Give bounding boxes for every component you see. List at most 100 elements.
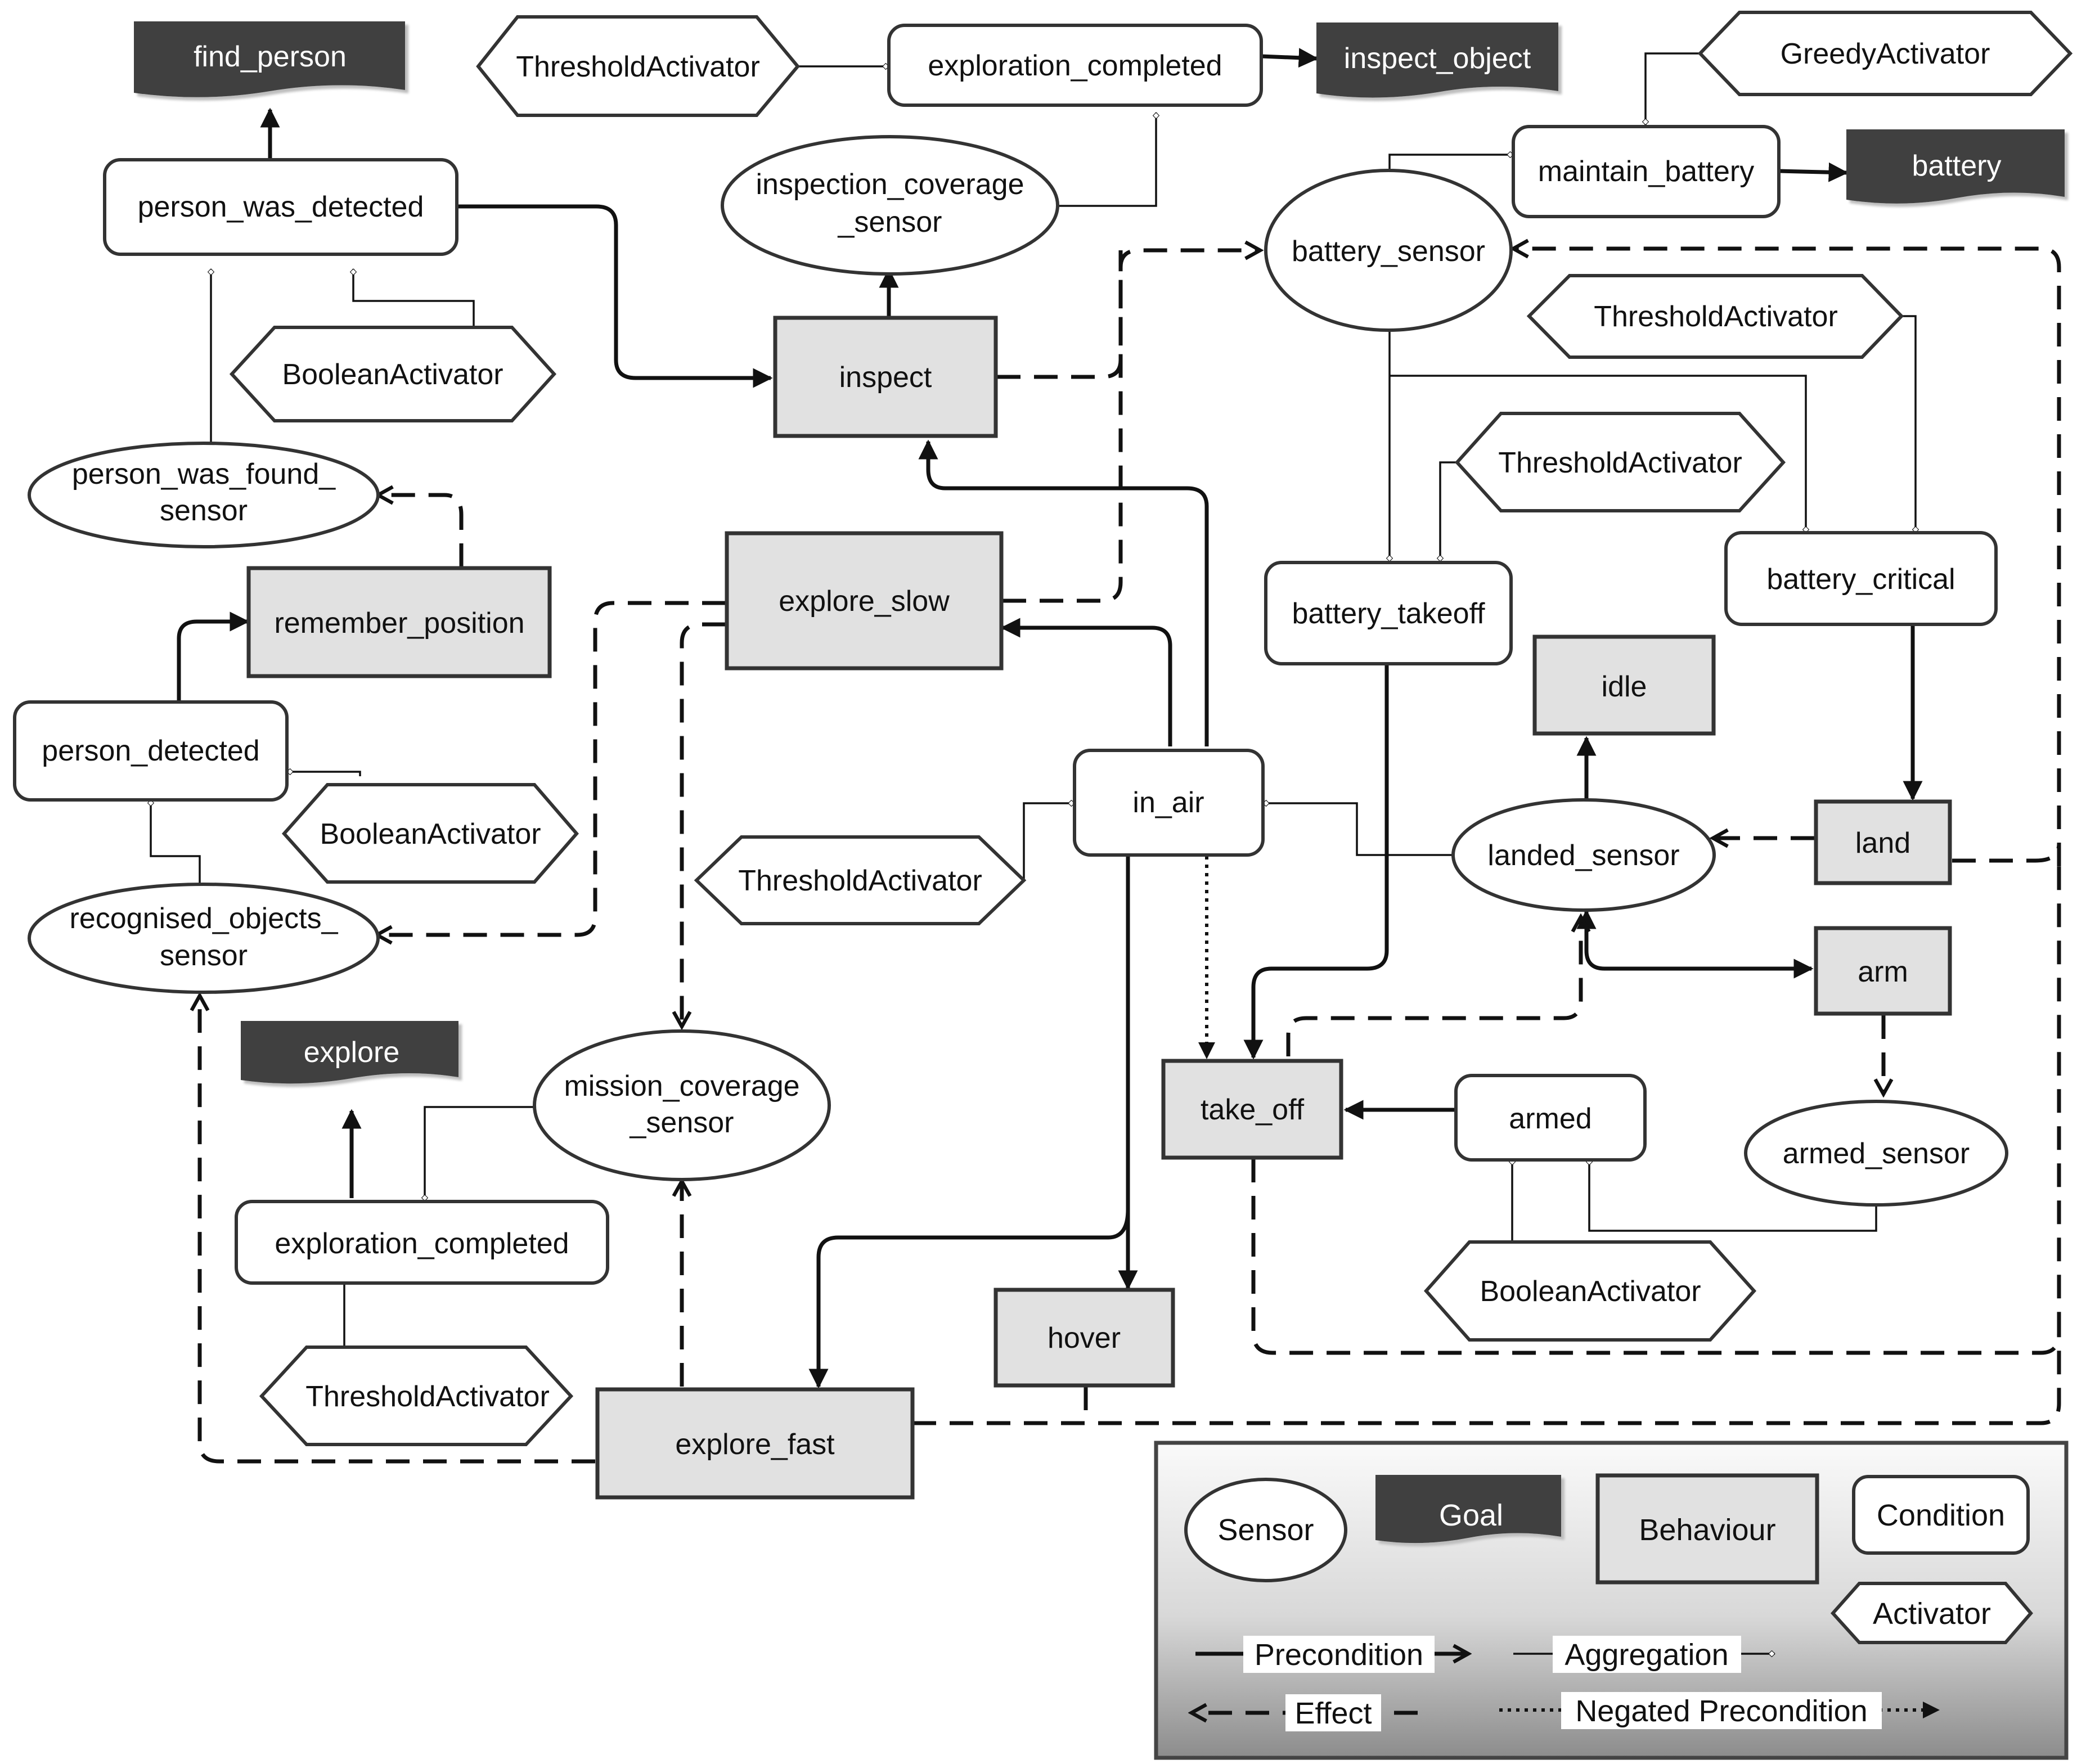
agg-threshold-battery-critical (1901, 315, 1916, 533)
legend-sensor: Sensor (1184, 1478, 1347, 1582)
edge-take-off-landed (1286, 917, 1581, 1056)
agg-threshold-battery-takeoff (1440, 461, 1457, 561)
legend-condition: Condition (1852, 1475, 2030, 1555)
svg-text:exploration_completed: exploration_completed (275, 1227, 569, 1260)
condition-maintain-battery: maintain_battery (1512, 125, 1781, 218)
goal-battery: battery (1846, 129, 2065, 204)
svg-text:land: land (1855, 827, 1910, 860)
edges (151, 48, 2061, 1464)
agg-mission-coverage (425, 1106, 533, 1201)
edge-person-was-detected-inspect (457, 204, 773, 388)
condition-battery-takeoff: battery_takeoff (1264, 561, 1513, 665)
svg-text:battery_takeoff: battery_takeoff (1292, 597, 1485, 630)
behaviour-land: land (1814, 799, 1952, 885)
behaviour-take-off: take_off (1161, 1059, 1343, 1160)
sensors: inspection_coverage _sensor battery_sens… (28, 135, 2008, 1207)
svg-text:armed_sensor: armed_sensor (1783, 1137, 1970, 1170)
activator-greedy: GreedyActivator (1697, 11, 2073, 96)
behaviour-arm: arm (1814, 926, 1952, 1016)
edge-battery-takeoff-take-off (1243, 664, 1389, 1060)
legend-activator: Activator (1830, 1582, 2033, 1644)
svg-text:Activator: Activator (1873, 1597, 1991, 1631)
svg-text:armed: armed (1509, 1102, 1592, 1135)
svg-text:Sensor: Sensor (1217, 1513, 1314, 1547)
svg-text:sensor: sensor (160, 939, 248, 972)
agg-threshold-in-air (1023, 803, 1075, 880)
aggregation-edges (151, 52, 1916, 1347)
sensor-inspection-coverage: inspection_coverage _sensor (721, 135, 1059, 276)
edge-bus-to-battery-sensor (1513, 249, 2061, 866)
edge-in-air-inspect (918, 439, 1209, 746)
svg-text:BooleanActivator: BooleanActivator (320, 818, 541, 850)
svg-text:Goal: Goal (1439, 1498, 1503, 1532)
svg-text:Precondition: Precondition (1255, 1638, 1423, 1672)
goals: find_person inspect_object battery explo… (134, 21, 2065, 1084)
svg-text:ThresholdActivator: ThresholdActivator (738, 865, 982, 897)
svg-text:inspect_object: inspect_object (1344, 42, 1531, 75)
svg-text:explore: explore (304, 1036, 400, 1069)
svg-text:person_was_found_: person_was_found_ (72, 458, 336, 490)
agg-recognised-person-detected (151, 800, 201, 886)
agg-battery-sensor-maintain (1388, 155, 1513, 169)
edge-in-air-explore-slow (1000, 618, 1172, 746)
svg-text:BooleanActivator: BooleanActivator (1480, 1275, 1701, 1308)
edge-maintain-battery-battery (1778, 162, 1849, 182)
svg-text:Aggregation: Aggregation (1565, 1638, 1728, 1672)
svg-text:GreedyActivator: GreedyActivator (1781, 38, 1990, 70)
activator-boolean-person-detected: BooleanActivator (281, 783, 579, 884)
legend-precondition: Precondition (1195, 1636, 1468, 1673)
svg-text:exploration_completed: exploration_completed (928, 50, 1222, 82)
edge-in-air-explore-fast (808, 1209, 1130, 1389)
svg-text:Condition: Condition (1877, 1498, 2005, 1532)
behaviour-hover: hover (993, 1288, 1175, 1388)
svg-text:inspection_coverage: inspection_coverage (756, 168, 1024, 201)
svg-text:Effect: Effect (1294, 1696, 1372, 1730)
legend-behaviour: Behaviour (1595, 1473, 1819, 1585)
svg-text:_sensor: _sensor (838, 206, 942, 238)
condition-battery-critical: battery_critical (1724, 531, 1998, 626)
edge-land-bus (1952, 843, 2061, 863)
edge-explore-fast-bus (912, 1333, 2061, 1425)
behaviours: inspect explore_slow remember_position i… (246, 316, 1952, 1500)
agg-landed-in-air (1263, 803, 1457, 856)
svg-text:ThresholdActivator: ThresholdActivator (1594, 300, 1838, 333)
goal-inspect-object: inspect_object (1316, 22, 1558, 98)
svg-text:person_detected: person_detected (42, 735, 259, 767)
svg-text:battery: battery (1912, 150, 2002, 182)
edge-explore-slow-mission (682, 622, 726, 1027)
condition-person-detected: person_detected (13, 700, 289, 802)
behaviour-explore-slow: explore_slow (725, 531, 1004, 670)
agg-armed-sensor-armed (1589, 1159, 1877, 1232)
svg-text:remember_position: remember_position (274, 607, 524, 640)
agg-boolean-person-was-detected (353, 269, 475, 326)
sensor-armed: armed_sensor (1744, 1100, 2008, 1207)
svg-text:battery_sensor: battery_sensor (1292, 235, 1485, 268)
svg-text:ThresholdActivator: ThresholdActivator (305, 1380, 550, 1413)
svg-text:arm: arm (1858, 956, 1908, 988)
legend-negated-precondition: Negated Precondition (1499, 1692, 1940, 1729)
svg-text:explore_slow: explore_slow (779, 585, 950, 618)
condition-exploration-completed-bottom: exploration_completed (235, 1200, 609, 1285)
svg-text:in_air: in_air (1132, 786, 1204, 819)
conditions: person_was_detected exploration_complete… (13, 24, 1998, 1285)
svg-text:inspect: inspect (839, 361, 932, 394)
svg-text:take_off: take_off (1201, 1094, 1305, 1126)
activator-boolean-armed: BooleanActivator (1423, 1240, 1757, 1342)
legend-goal: Goal (1375, 1475, 1561, 1544)
condition-person-was-detected: person_was_detected (103, 158, 458, 256)
svg-text:hover: hover (1048, 1322, 1121, 1354)
activator-boolean-person-was-detected: BooleanActivator (229, 326, 557, 422)
sensor-battery: battery_sensor (1264, 169, 1513, 332)
effect-edges (200, 249, 2061, 1464)
edge-person-detected-remember (177, 611, 250, 700)
activator-threshold-top: ThresholdActivator (476, 15, 800, 117)
svg-text:mission_coverage: mission_coverage (564, 1070, 799, 1102)
edge-inspect-battery-sensor (997, 250, 1260, 379)
edge-explore-slow-battery-sensor (1002, 250, 1123, 603)
svg-text:idle: idle (1602, 670, 1647, 703)
agg-battery-sensor-critical (1390, 375, 1806, 533)
sensor-recognised-objects: recognised_objects_ sensor (28, 883, 380, 994)
svg-text:find_person: find_person (194, 40, 347, 73)
behaviour-inspect: inspect (773, 316, 998, 438)
